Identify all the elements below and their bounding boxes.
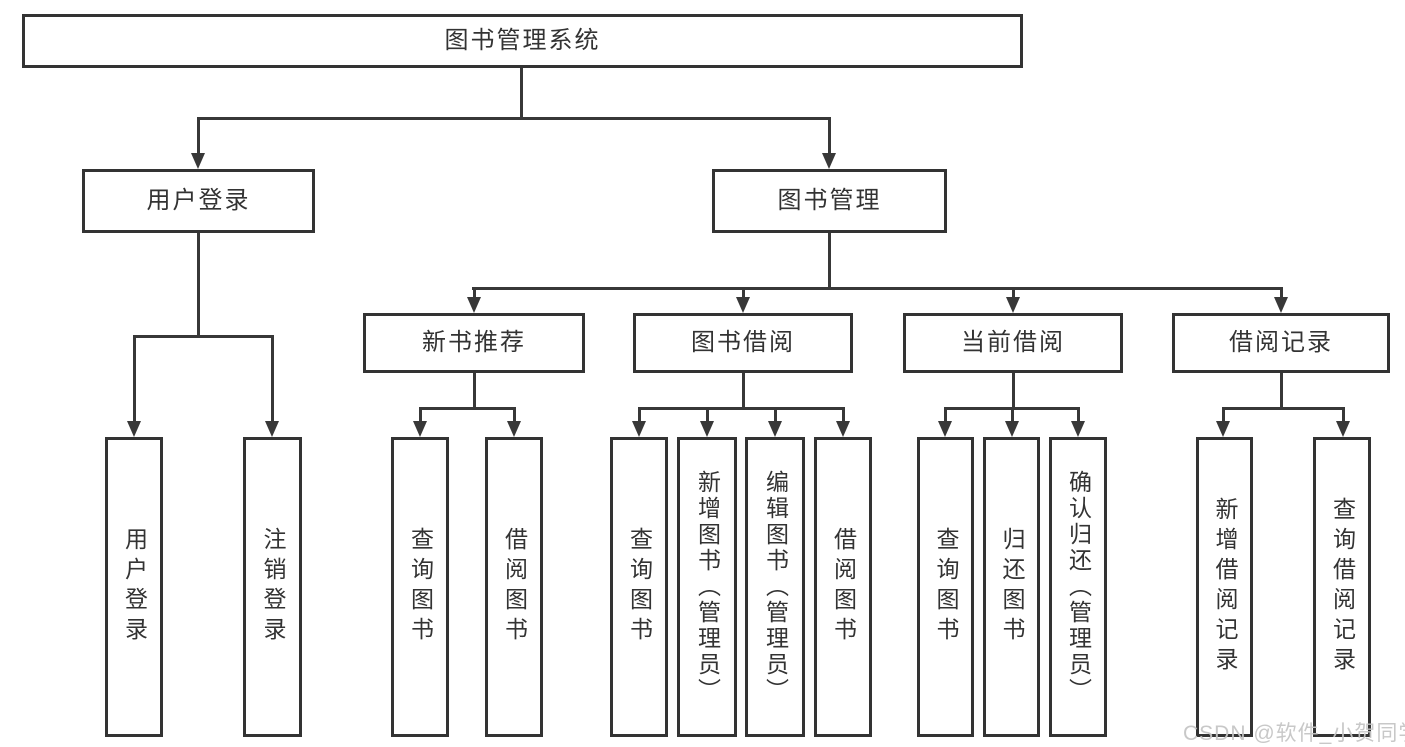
connector-line xyxy=(133,335,274,338)
connector-line xyxy=(1342,407,1345,421)
arrow-down-icon xyxy=(1006,297,1020,313)
watermark: CSDN @软件_小贺同学 xyxy=(1183,717,1405,747)
leaf-user-login: 用户登录 xyxy=(105,437,163,737)
connector-line xyxy=(473,287,476,297)
node-user-login-label: 用户登录 xyxy=(146,187,251,214)
connector-line xyxy=(1012,373,1015,407)
arrow-down-icon xyxy=(507,421,521,437)
arrow-down-icon xyxy=(191,153,205,169)
connector-line xyxy=(706,407,709,421)
arrow-down-icon xyxy=(1005,421,1019,437)
arrow-down-icon xyxy=(1336,421,1350,437)
connector-line xyxy=(419,407,516,410)
leaf-query-borrow-record: 查询借阅记录 xyxy=(1313,437,1371,737)
leaf-logout: 注销登录 xyxy=(243,437,302,737)
leaf-query-borrow-record-label: 查询借阅记录 xyxy=(1329,497,1356,677)
leaf-add-borrow-record-label: 新增借阅记录 xyxy=(1212,497,1238,677)
arrow-down-icon xyxy=(632,421,646,437)
connector-line xyxy=(1077,407,1080,421)
leaf-query-books-recommend-label: 查询图书 xyxy=(407,527,434,647)
connector-line xyxy=(419,407,422,421)
leaf-add-book-admin-label: 新增图书（管理员） xyxy=(694,470,721,704)
node-book-management: 图书管理 xyxy=(712,169,947,233)
leaf-logout-label: 注销登录 xyxy=(260,527,286,647)
arrow-down-icon xyxy=(1071,421,1085,437)
leaf-borrow-books-recommend-label: 借阅图书 xyxy=(501,527,528,647)
leaf-return-books-label: 归还图书 xyxy=(999,527,1025,647)
arrow-down-icon xyxy=(127,421,141,437)
connector-line xyxy=(197,117,831,120)
leaf-add-borrow-record: 新增借阅记录 xyxy=(1196,437,1253,737)
leaf-add-book-admin: 新增图书（管理员） xyxy=(677,437,737,737)
node-current-borrowing-label: 当前借阅 xyxy=(961,329,1065,356)
connector-line xyxy=(1012,287,1015,297)
connector-line xyxy=(742,287,745,297)
arrow-down-icon xyxy=(1216,421,1230,437)
connector-line xyxy=(842,407,845,421)
connector-line xyxy=(828,233,831,287)
connector-line xyxy=(828,117,831,153)
node-new-book-recommend: 新书推荐 xyxy=(363,313,585,373)
leaf-query-books-recommend: 查询图书 xyxy=(391,437,449,737)
connector-line xyxy=(472,287,1283,290)
leaf-borrow-books-borrowing: 借阅图书 xyxy=(814,437,872,737)
connector-line xyxy=(638,407,641,421)
connector-line xyxy=(473,373,476,407)
leaf-borrow-books-recommend: 借阅图书 xyxy=(485,437,543,737)
node-library-system-label: 图书管理系统 xyxy=(444,27,601,54)
leaf-confirm-return-admin: 确认归还（管理员） xyxy=(1049,437,1107,737)
leaf-query-books-current-label: 查询图书 xyxy=(933,527,959,647)
node-borrow-records: 借阅记录 xyxy=(1172,313,1390,373)
connector-line xyxy=(742,373,745,407)
connector-line xyxy=(774,407,777,421)
node-book-management-label: 图书管理 xyxy=(777,187,882,214)
connector-line xyxy=(1011,407,1014,421)
connector-line xyxy=(944,407,947,421)
connector-line xyxy=(513,407,516,421)
arrow-down-icon xyxy=(1274,297,1288,313)
connector-line xyxy=(197,117,200,153)
node-book-borrowing-label: 图书借阅 xyxy=(691,329,795,356)
connector-line xyxy=(197,233,200,335)
node-current-borrowing: 当前借阅 xyxy=(903,313,1123,373)
connector-line xyxy=(1280,287,1283,297)
node-library-system: 图书管理系统 xyxy=(22,14,1023,68)
arrow-down-icon xyxy=(938,421,952,437)
node-new-book-recommend-label: 新书推荐 xyxy=(422,329,526,356)
connector-line xyxy=(133,335,136,421)
leaf-query-books-borrowing: 查询图书 xyxy=(610,437,668,737)
connector-line xyxy=(271,335,274,421)
leaf-query-books-current: 查询图书 xyxy=(917,437,974,737)
arrow-down-icon xyxy=(768,421,782,437)
leaf-confirm-return-admin-label: 确认归还（管理员） xyxy=(1065,470,1092,704)
leaf-user-login-label: 用户登录 xyxy=(121,527,148,647)
node-borrow-records-label: 借阅记录 xyxy=(1229,329,1333,356)
leaf-edit-book-admin-label: 编辑图书（管理员） xyxy=(762,470,789,704)
connector-line xyxy=(1222,407,1225,421)
arrow-down-icon xyxy=(836,421,850,437)
connector-line xyxy=(520,68,523,117)
arrow-down-icon xyxy=(700,421,714,437)
arrow-down-icon xyxy=(413,421,427,437)
arrow-down-icon xyxy=(467,297,481,313)
arrow-down-icon xyxy=(265,421,279,437)
node-user-login: 用户登录 xyxy=(82,169,315,233)
node-book-borrowing: 图书借阅 xyxy=(633,313,853,373)
leaf-borrow-books-borrowing-label: 借阅图书 xyxy=(830,527,857,647)
watermark-text: CSDN @软件_小贺同学 xyxy=(1183,722,1405,745)
connector-line xyxy=(1280,373,1283,407)
arrow-down-icon xyxy=(736,297,750,313)
connector-line xyxy=(638,407,845,410)
leaf-edit-book-admin: 编辑图书（管理员） xyxy=(745,437,805,737)
connector-line xyxy=(1222,407,1344,410)
leaf-query-books-borrowing-label: 查询图书 xyxy=(626,527,653,647)
leaf-return-books: 归还图书 xyxy=(983,437,1040,737)
arrow-down-icon xyxy=(822,153,836,169)
